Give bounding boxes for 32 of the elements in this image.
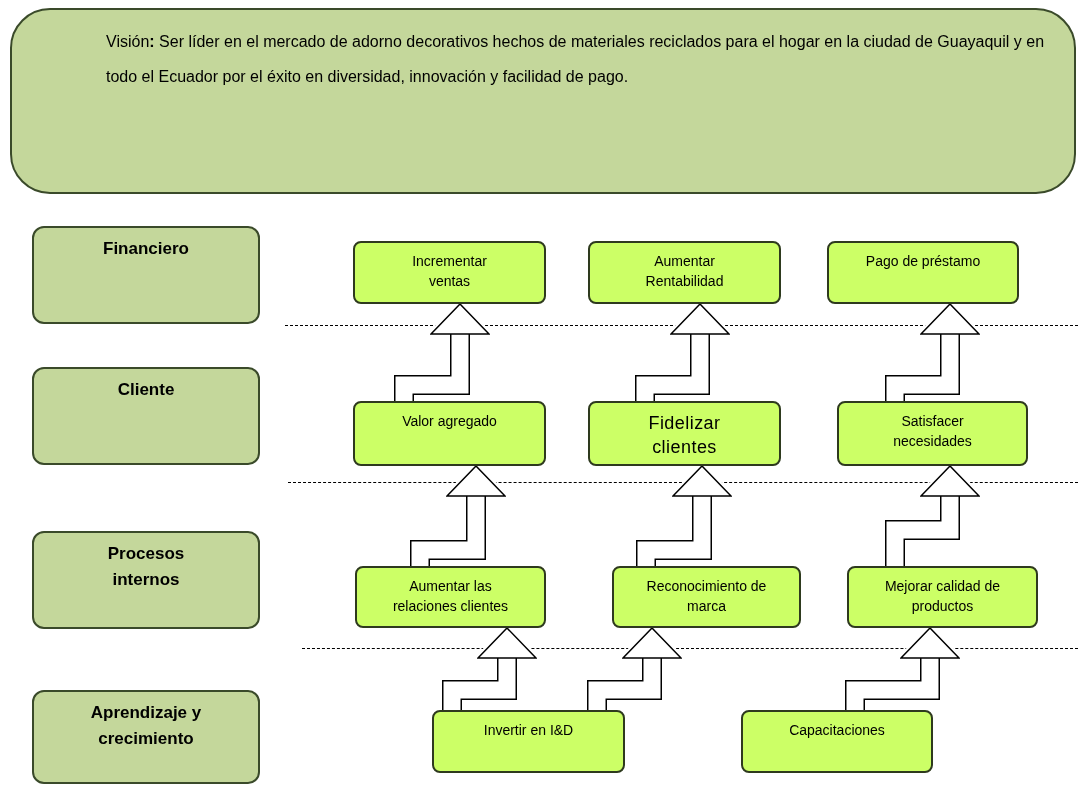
perspective-box [32, 367, 260, 465]
perspective-label: Aprendizaje y crecimiento [89, 702, 203, 750]
objective-label: Pago de préstamo [865, 252, 981, 271]
objective-label: Incrementar ventas [411, 252, 488, 291]
objective-box [355, 566, 546, 628]
objective-box [612, 566, 801, 628]
objective-box [588, 241, 781, 304]
perspective-label: Cliente [117, 379, 175, 401]
objective-label: Fidelizar clientes [647, 412, 722, 459]
objective-box [588, 401, 781, 466]
objective-box [353, 401, 546, 466]
objective-box [847, 566, 1038, 628]
objective-box [353, 241, 546, 304]
perspective-label: Financiero [103, 238, 189, 260]
perspective-label: Procesos internos [106, 543, 186, 591]
objective-label: Aumentar las relaciones clientes [391, 577, 510, 616]
objective-label: Satisfacer necesidades [892, 412, 973, 451]
perspective-box [32, 226, 260, 324]
objective-box [432, 710, 625, 773]
objective-label: Aumentar Rentabilidad [644, 252, 725, 291]
objective-label: Capacitaciones [789, 721, 885, 740]
perspective-box [32, 690, 260, 784]
objective-label: Mejorar calidad de productos [883, 577, 1002, 616]
objective-label: Valor agregado [402, 412, 497, 431]
objective-label: Invertir en I&D [483, 721, 574, 740]
objective-box [741, 710, 933, 773]
perspective-box [32, 531, 260, 629]
objective-label: Reconocimiento de marca [645, 577, 768, 616]
vision-statement: Visión: Ser líder en el mercado de adorno decorativos hechos de materiales reciclados para el hogar en la ciudad de Guayaquil y en todo el Ecuador por el éxito en diversidad, innovación y facilidad de pago. [106, 32, 1046, 87]
objective-box [837, 401, 1028, 466]
vision-panel [10, 8, 1076, 194]
objective-box [827, 241, 1019, 304]
